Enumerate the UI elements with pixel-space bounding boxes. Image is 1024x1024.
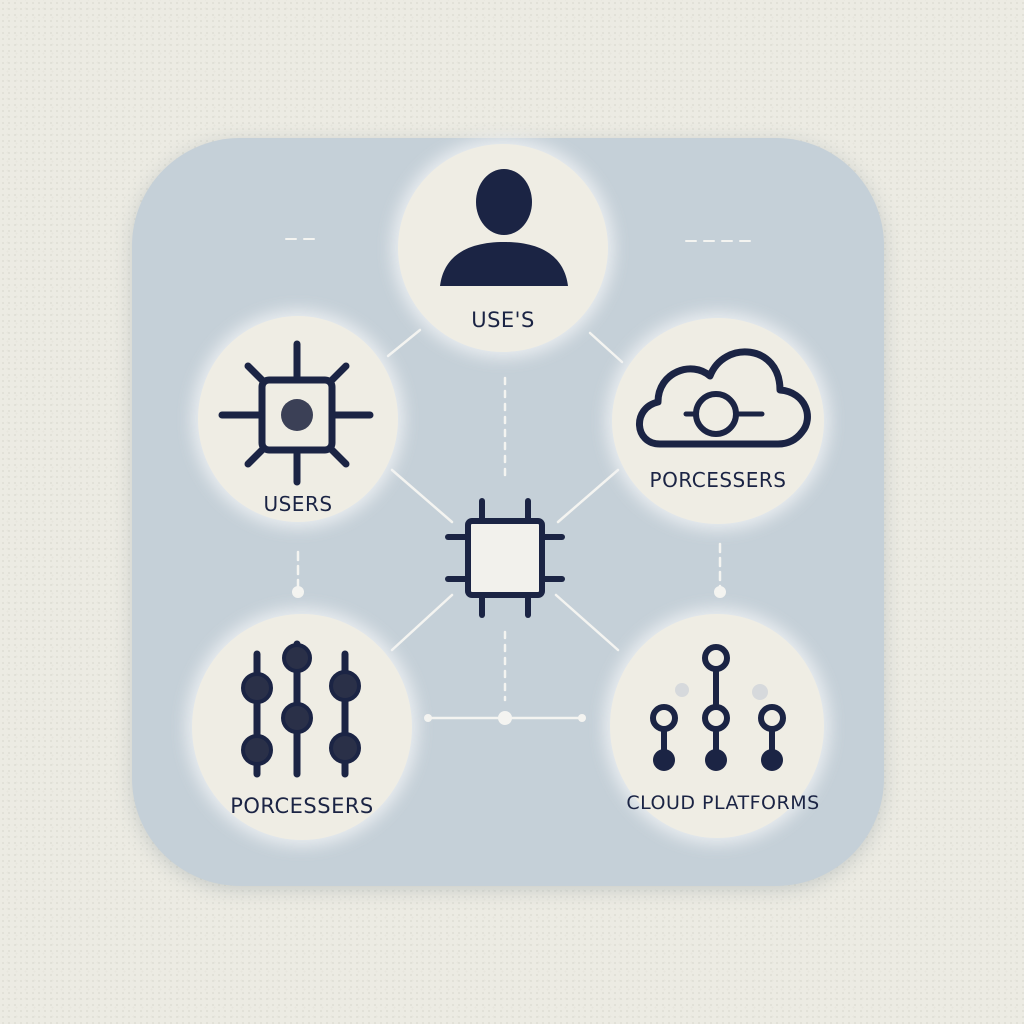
connector-top-left (386, 328, 422, 358)
node-left-label: USERS (263, 492, 333, 516)
processor-chip-icon (218, 340, 374, 486)
connector-top-right (588, 331, 624, 364)
node-top[interactable]: USE'S (398, 144, 608, 352)
chip-icon (445, 498, 565, 618)
node-right[interactable]: PORCESSERS (612, 318, 824, 524)
junction-dot-left (424, 714, 432, 722)
connector-left-center (390, 468, 454, 524)
node-right-label: PORCESSERS (649, 468, 787, 492)
connector-center-bottomright (554, 593, 620, 652)
node-left[interactable]: USERS (198, 316, 398, 522)
junction-dot-bottomright (714, 586, 726, 598)
connector-center-bottomleft (390, 593, 454, 652)
node-top-label: USE'S (471, 308, 535, 332)
node-bottom-right[interactable]: CLOUD PLATFORMS (610, 614, 824, 838)
junction-dot-right (578, 714, 586, 722)
connector-right-center (556, 468, 620, 524)
junction-dot-center-bottom (498, 711, 512, 725)
cloud-icon (636, 348, 811, 448)
node-bottom-left-label: PORCESSERS (230, 794, 374, 818)
sliders-icon (241, 640, 361, 778)
network-nodes-icon (650, 644, 786, 771)
user-icon (440, 169, 568, 286)
center-chip[interactable] (440, 493, 570, 623)
node-bottom-right-label: CLOUD PLATFORMS (626, 792, 820, 814)
node-bottom-left[interactable]: PORCESSERS (192, 614, 412, 840)
junction-dot-bottomleft (292, 586, 304, 598)
